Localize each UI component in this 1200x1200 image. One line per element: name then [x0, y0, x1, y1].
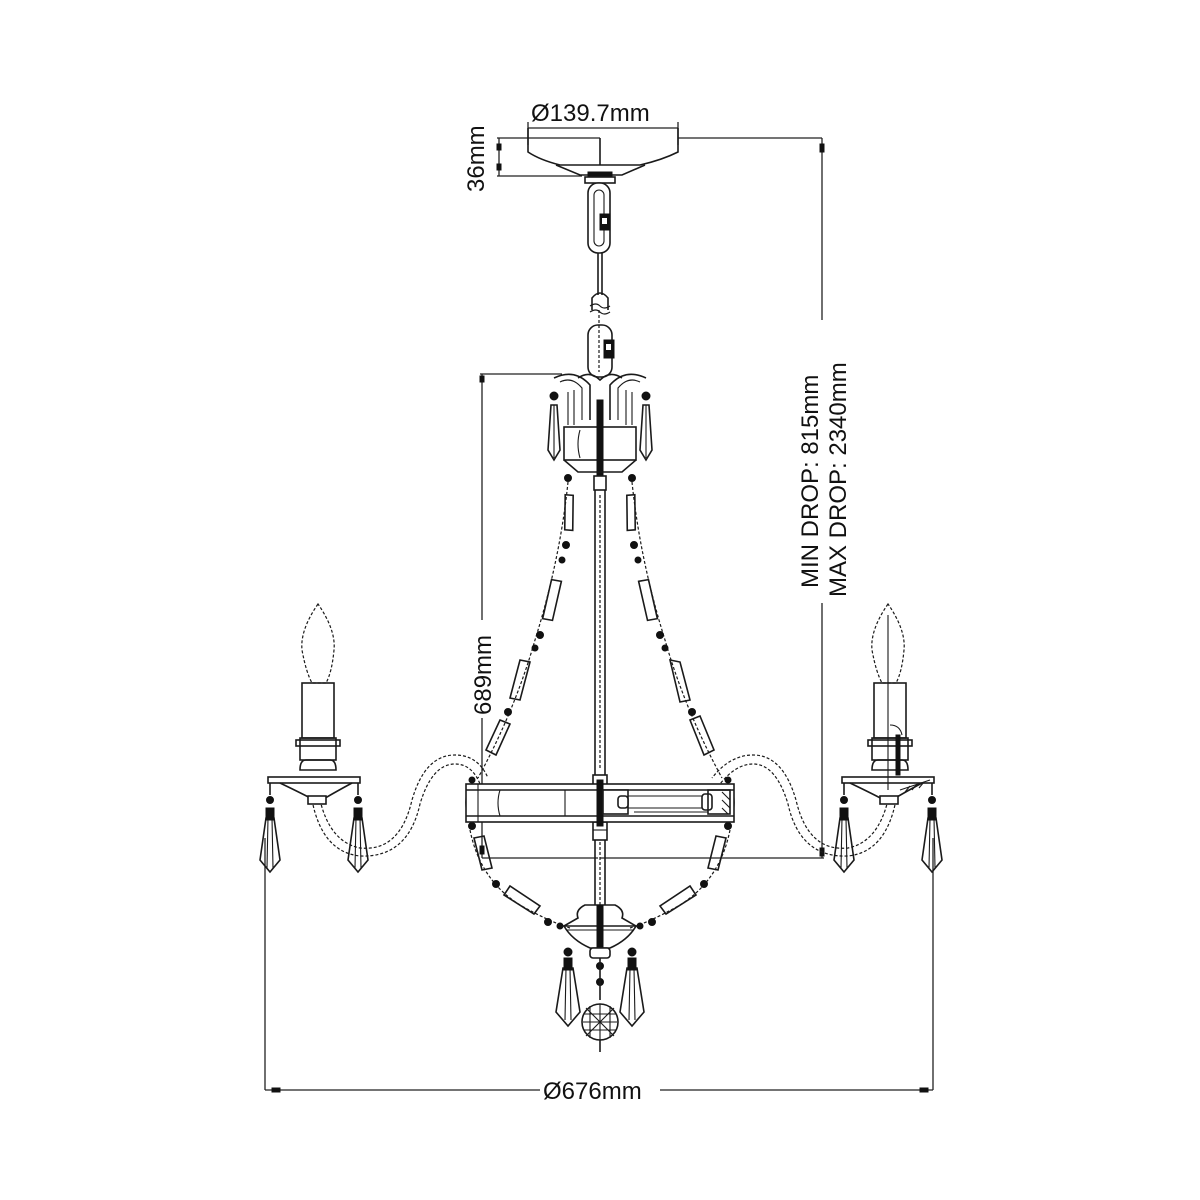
- bottom-bowl: [560, 904, 640, 959]
- candle-arm-left: [259, 602, 489, 874]
- body-height-label: 689mm: [470, 635, 497, 715]
- middle-ring: [465, 776, 735, 827]
- min-drop-label: MIN DROP: 815mm: [797, 375, 824, 588]
- ceiling-canopy: [527, 128, 679, 184]
- crown: [547, 373, 653, 486]
- crystal-ball: [581, 1003, 619, 1052]
- central-stem: [592, 475, 608, 905]
- chain: [587, 182, 615, 378]
- dimension-labels: Ø139.7mm 36mm 689mm MIN DROP: 815mm MAX …: [463, 100, 852, 1105]
- canopy-diameter-label: Ø139.7mm: [531, 100, 650, 127]
- bead-garlands: [468, 481, 732, 930]
- overall-diameter-label: Ø676mm: [543, 1078, 642, 1105]
- crystal-drops: [555, 947, 645, 1028]
- candle-arm-right: [711, 602, 943, 874]
- max-drop-label: MAX DROP: 2340mm: [825, 362, 852, 597]
- canopy-height-label: 36mm: [463, 125, 490, 192]
